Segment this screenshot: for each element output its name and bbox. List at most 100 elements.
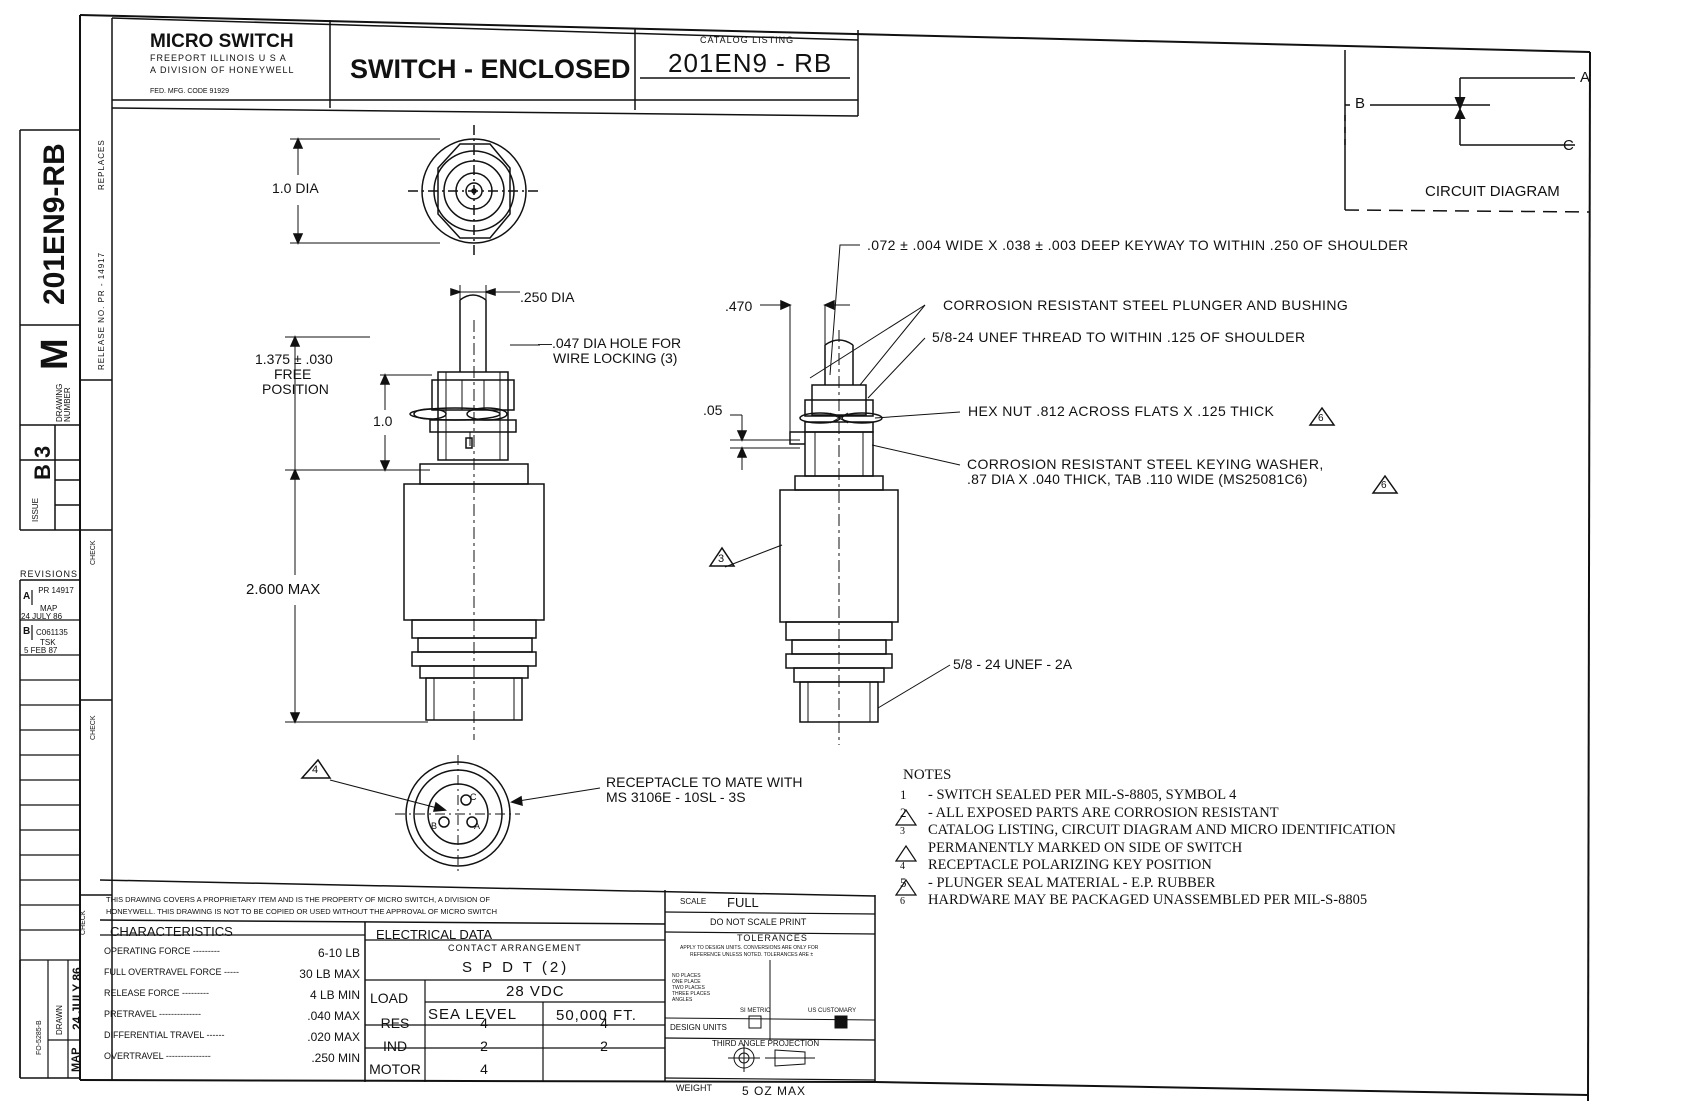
- washer-note-l1: CORROSION RESISTANT STEEL KEYING WASHER,: [967, 456, 1324, 472]
- note-text: PERMANENTLY MARKED ON SIDE OF SWITCH: [928, 839, 1243, 856]
- dim-plunger-dia: .250 DIA: [520, 289, 575, 305]
- characteristic-value: 6-10 LB: [317, 946, 360, 960]
- side-drawn-by: MAP: [70, 1047, 82, 1072]
- circuit-terminal-a: A: [1580, 69, 1591, 86]
- company-name: MICRO SWITCH: [150, 31, 294, 52]
- revision-b-date: 5 FEB 87: [24, 646, 58, 655]
- note-text: - ALL EXPOSED PARTS ARE CORROSION RESIST…: [928, 804, 1279, 821]
- scale-value: FULL: [727, 895, 759, 910]
- note-text: RECEPTACLE POLARIZING KEY POSITION: [928, 857, 1212, 873]
- weight-value: 5 OZ MAX: [742, 1084, 807, 1098]
- proprietary-line-1: THIS DRAWING COVERS A PROPRIETARY ITEM A…: [106, 895, 490, 904]
- pin-a-label: A: [474, 821, 481, 831]
- side-drawn-label: DRAWN: [55, 1005, 64, 1035]
- projection-label: THIRD ANGLE PROJECTION: [712, 1039, 820, 1048]
- characteristic-value: .250 MIN: [311, 1051, 360, 1065]
- characteristic-label: OPERATING FORCE ---------: [104, 946, 220, 956]
- dim-one-inch: 1.0: [373, 413, 393, 429]
- characteristics-heading: CHARACTERISTICS: [110, 924, 233, 939]
- note-item: PERMANENTLY MARKED ON SIDE OF SWITCH: [900, 839, 1243, 856]
- electrical-row-sea-level: 2: [480, 1038, 488, 1054]
- revision-a-letter: A: [23, 591, 31, 602]
- note-text: HARDWARE MAY BE PACKAGED UNASSEMBLED PER…: [928, 892, 1368, 908]
- note-text: CATALOG LISTING, CIRCUIT DIAGRAM AND MIC…: [928, 822, 1396, 838]
- electrical-row-altitude: 2: [600, 1038, 608, 1054]
- tolerance-places-4: THREE PLACES: [672, 991, 711, 997]
- notes-heading: NOTES: [903, 767, 952, 783]
- tolerance-note-1: APPLY TO DESIGN UNITS. CONVERSIONS ARE O…: [680, 945, 819, 951]
- note-number: 3: [900, 826, 905, 837]
- note-item: 2 - ALL EXPOSED PARTS ARE CORROSION RESIS…: [900, 804, 1279, 821]
- side-check-label-2: CHECK: [90, 715, 97, 740]
- receptacle-note-l2: MS 3106E - 10SL - 3S: [606, 789, 746, 805]
- catalog-label: CATALOG LISTING: [700, 35, 795, 45]
- company-location: FREEPORT ILLINOIS U S A: [150, 53, 287, 63]
- voltage-value: 28 VDC: [506, 983, 565, 1000]
- characteristic-row: RELEASE FORCE ---------4 LB MIN: [104, 987, 360, 1004]
- note-number: 2: [900, 804, 907, 820]
- dim-free-position-l2: FREE: [274, 366, 312, 382]
- dim-keyway: .072 ± .004 WIDE X .038 ± .003 DEEP KEYW…: [867, 237, 1409, 253]
- revision-b-letter: B: [23, 626, 31, 637]
- circuit-diagram-label: CIRCUIT DIAGRAM: [1425, 183, 1560, 200]
- tolerance-note-2: REFERENCE UNLESS NOTED. TOLERANCES ARE ±: [690, 952, 814, 958]
- design-units-label: DESIGN UNITS: [670, 1023, 727, 1032]
- side-replaces-label: REPLACES: [97, 139, 106, 190]
- characteristic-row: OVERTRAVEL ---------------.250 MIN: [104, 1050, 360, 1067]
- revision-b-by: TSK: [40, 638, 56, 647]
- dim-05: .05: [703, 402, 723, 418]
- characteristic-row: DIFFERENTIAL TRAVEL ------.020 MAX: [104, 1029, 360, 1046]
- electrical-row-sea-level: 4: [480, 1061, 488, 1077]
- revision-b-ref: C061135: [36, 628, 68, 637]
- revision-a-ref: PR 14917: [38, 586, 74, 595]
- dim-head-dia: 1.0 DIA: [272, 180, 319, 196]
- si-metric-label: SI METRIC: [740, 1008, 771, 1014]
- washer-note-l2: .87 DIA X .040 THICK, TAB .110 WIDE (MS2…: [967, 471, 1308, 487]
- dim-470: .470: [725, 298, 753, 314]
- characteristic-row: PRETRAVEL --------------.040 MAX: [104, 1008, 360, 1025]
- dim-wire-hole: —.047 DIA HOLE FOR: [538, 335, 682, 351]
- circuit-terminal-c: C: [1563, 137, 1574, 154]
- note-text: - SWITCH SEALED PER MIL-S-8805, SYMBOL 4: [928, 787, 1237, 803]
- characteristic-value: .020 MAX: [307, 1030, 360, 1044]
- side-issue-label: ISSUE: [31, 497, 40, 522]
- characteristic-value: 30 LB MAX: [299, 967, 360, 981]
- pin-c-label: C: [470, 792, 477, 802]
- electrical-row-label: MOTOR: [369, 1061, 421, 1077]
- side-form-number: FO-5285-B: [36, 1020, 43, 1055]
- electrical-heading: ELECTRICAL DATA: [376, 927, 493, 942]
- flag-4-label: 4: [312, 764, 319, 776]
- flag-6-hex: 6: [1318, 413, 1324, 424]
- note-item: 3 CATALOG LISTING, CIRCUIT DIAGRAM AND MI…: [900, 823, 1396, 838]
- us-customary-label: US CUSTOMARY: [808, 1008, 857, 1014]
- thread-2a-note: 5/8 - 24 UNEF - 2A: [953, 656, 1073, 672]
- tolerances-heading: TOLERANCES: [737, 933, 808, 943]
- contact-arrangement-value: S P D T (2): [462, 959, 570, 976]
- plunger-note: CORROSION RESISTANT STEEL PLUNGER AND BU…: [943, 297, 1349, 313]
- thread-note: 5/8-24 UNEF THREAD TO WITHIN .125 OF SHO…: [932, 329, 1306, 345]
- characteristic-value: .040 MAX: [307, 1009, 360, 1023]
- dim-max-length: 2.600 MAX: [246, 581, 321, 598]
- dim-free-position-l3: POSITION: [262, 381, 329, 397]
- note-item: 1- SWITCH SEALED PER MIL-S-8805, SYMBOL …: [900, 788, 1236, 803]
- note-number: 5: [900, 874, 907, 890]
- side-check-label-3: CHECK: [80, 910, 87, 935]
- circuit-terminal-b: B: [1355, 95, 1366, 112]
- electrical-row-sea-level: 4: [480, 1015, 488, 1031]
- characteristic-row: OPERATING FORCE --------- 6-10 LB: [104, 945, 360, 962]
- note-item: 5 - PLUNGER SEAL MATERIAL - E.P. RUBBER: [900, 874, 1216, 891]
- flag-6-washer: 6: [1381, 480, 1387, 491]
- side-drawing-number: 201EN9-RB: [38, 143, 71, 305]
- revision-a-by: MAP: [40, 604, 58, 613]
- tolerance-places-1: NO PLACES: [672, 973, 701, 979]
- tolerance-places-2: ONE PLACE: [672, 979, 701, 985]
- proprietary-line-2: HONEYWELL. THIS DRAWING IS NOT TO BE COP…: [106, 907, 498, 916]
- tolerance-places-3: TWO PLACES: [672, 985, 705, 991]
- hex-nut-note: HEX NUT .812 ACROSS FLATS X .125 THICK: [968, 403, 1275, 419]
- note-text: - PLUNGER SEAL MATERIAL - E.P. RUBBER: [928, 874, 1216, 891]
- tolerance-places-5: ANGLES: [672, 997, 693, 1003]
- catalog-number: 201EN9 - RB: [668, 48, 833, 78]
- side-drawn-date: 24 JULY 86: [70, 967, 84, 1030]
